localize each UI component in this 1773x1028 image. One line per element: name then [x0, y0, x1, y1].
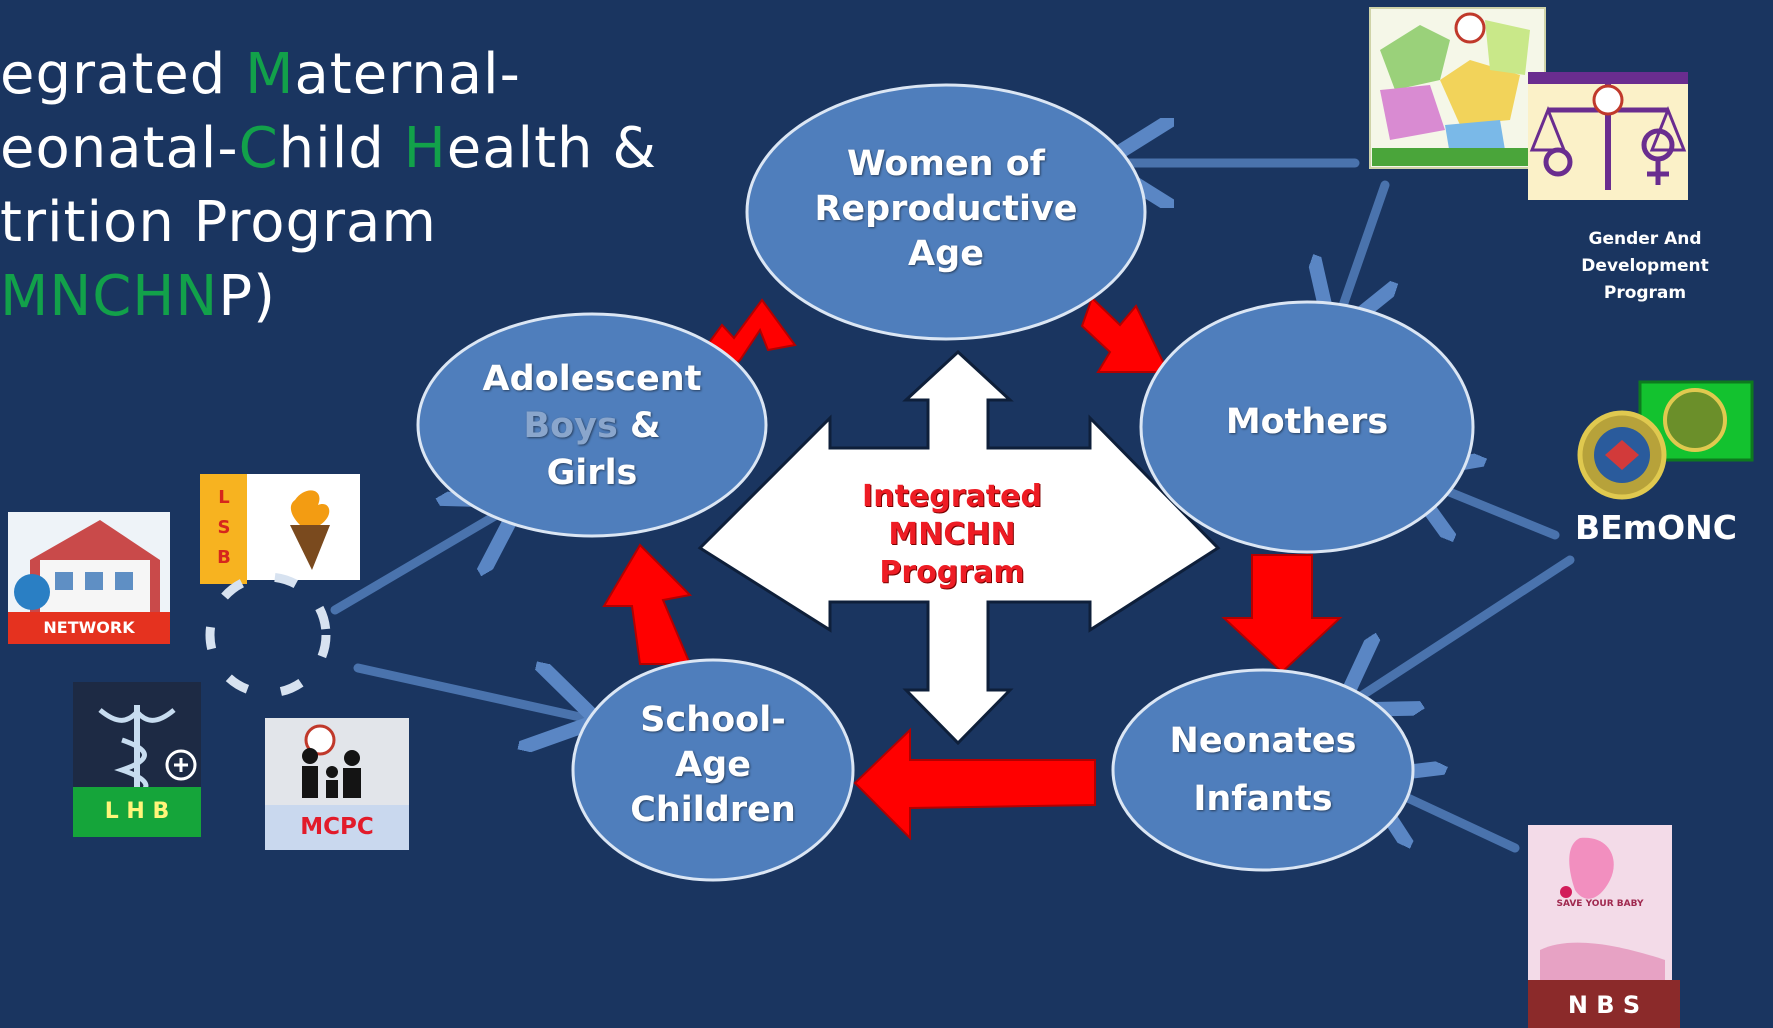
- mcpc-label: MCPC: [300, 814, 374, 840]
- bemonc-label: BEmONC: [1575, 508, 1737, 547]
- link-arrows: [330, 163, 1575, 853]
- title-line-4: MNCHNP): [0, 264, 276, 329]
- network-label: NETWORK: [43, 618, 135, 637]
- gad-label: Gender And Development Program: [1581, 229, 1709, 303]
- program-title: egrated Maternal- eonatal-Child Health &…: [0, 38, 720, 334]
- node-school-ellipse: [571, 658, 855, 882]
- gad-map-icon: [1369, 7, 1546, 169]
- nbs-card-text: SAVE YOUR BABY: [1556, 899, 1644, 909]
- connector-dashed-ring: [205, 572, 331, 698]
- bemonc-seal-icons: [1577, 380, 1754, 500]
- node-mothers-label: Mothers: [1225, 402, 1389, 442]
- node-neonates-label: Neonates Infants: [1169, 721, 1357, 819]
- node-school-label: School- Age Children: [630, 700, 796, 830]
- lsb-label: L S B: [217, 487, 231, 568]
- link-bemonc-to-neonates: [1355, 555, 1575, 700]
- network-hospital-icon: [8, 512, 170, 644]
- nbs-card-icon: [1528, 825, 1680, 1028]
- mcpc-family-icon: [265, 718, 409, 850]
- arrow-neonates-to-school: [853, 727, 1096, 841]
- arrow-school-to-adolescent: [602, 543, 693, 665]
- node-neonates-ellipse: [1111, 668, 1415, 872]
- center-program-label: Integrated MNCHN Program: [862, 479, 1042, 590]
- title-line-1: egrated Maternal-: [0, 42, 521, 107]
- title-line-3: trition Program: [0, 190, 437, 255]
- arrow-mothers-to-neonates: [1221, 554, 1343, 674]
- nodes: [416, 83, 1475, 882]
- lsb-torch-icon: [200, 474, 360, 584]
- node-adolescent-label: Adolescent Boys & Girls: [482, 359, 702, 493]
- gad-scale-icon: [1528, 72, 1688, 200]
- node-adolescent-ellipse: [416, 312, 768, 538]
- node-women-ellipse: [745, 83, 1147, 341]
- node-women-label: Women of Reproductive Age: [814, 144, 1078, 274]
- node-mothers-ellipse: [1139, 300, 1475, 554]
- link-gad-to-mothers: [1338, 180, 1385, 320]
- center-cross-arrow: [697, 349, 1221, 746]
- arrow-women-to-mothers: [1080, 296, 1170, 373]
- lhb-label: L H B: [104, 799, 170, 824]
- title-line-2: eonatal-Child Health &: [0, 116, 657, 181]
- lhb-caduceus-icon: [73, 682, 201, 837]
- link-network-to-adolescent: [330, 510, 505, 615]
- link-network-to-school: [353, 668, 580, 717]
- nbs-label: N B S: [1567, 991, 1641, 1019]
